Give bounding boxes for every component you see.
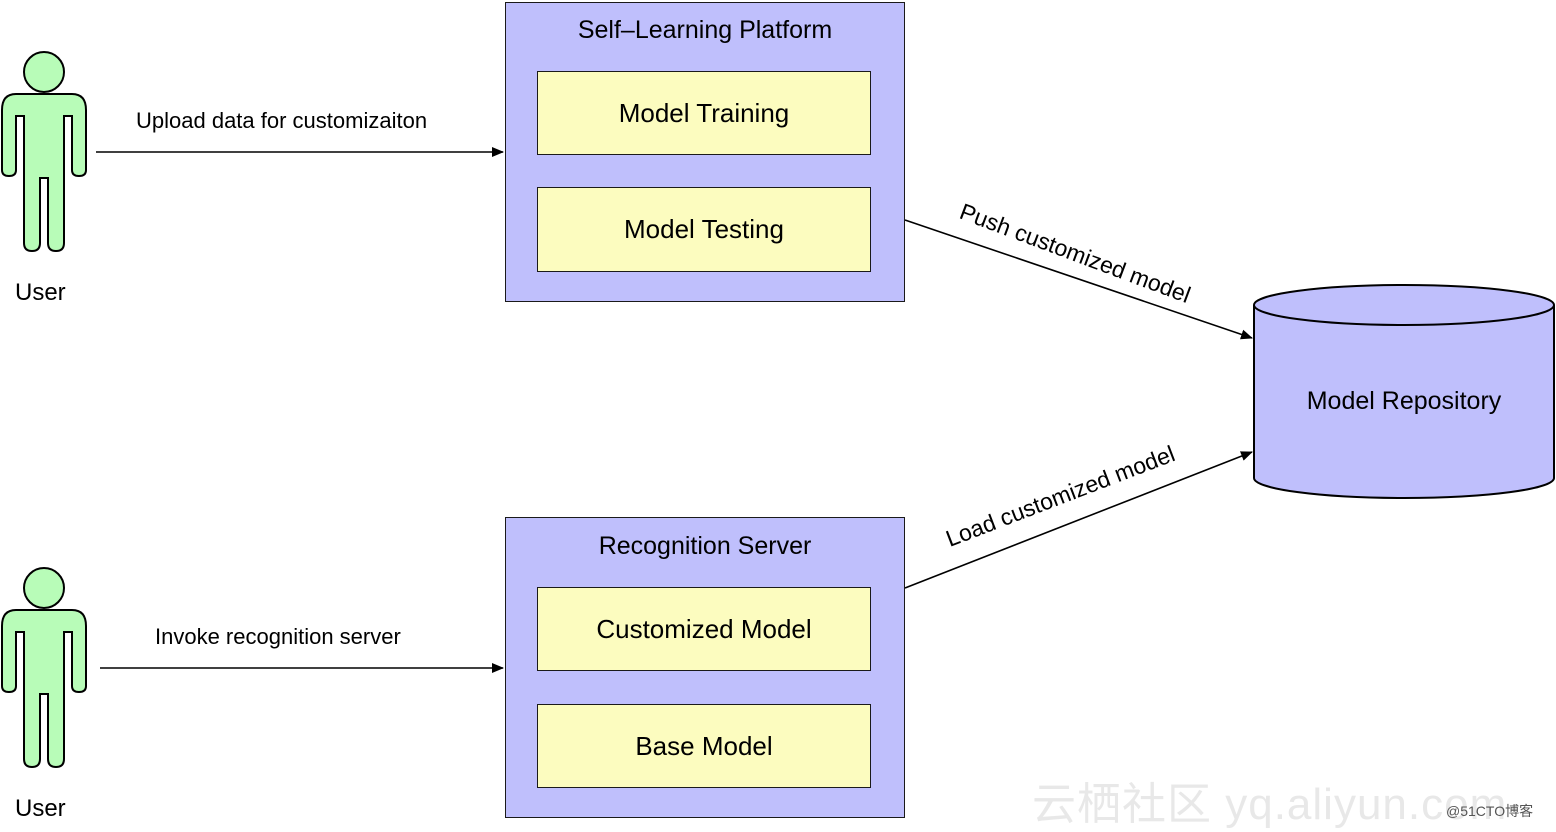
user-actor-icon xyxy=(0,567,87,769)
load-arrow xyxy=(904,451,1253,589)
model-testing-box: Model Testing xyxy=(537,187,871,272)
model-repository-cylinder xyxy=(1253,284,1555,499)
user-label: User xyxy=(15,795,66,822)
push-arrow xyxy=(904,219,1253,340)
base-model-box: Base Model xyxy=(537,704,871,788)
watermark-text: 云栖社区 yq.aliyun.com xyxy=(1032,780,1508,829)
customized-model-box: Customized Model xyxy=(537,587,871,671)
user-actor-icon xyxy=(0,51,87,253)
model-training-box: Model Training xyxy=(537,71,871,155)
user-label: User xyxy=(15,279,66,306)
watermark-credit: @51CTO博客 xyxy=(1446,803,1534,819)
invoke-edge-label: Invoke recognition server xyxy=(155,624,401,649)
server-title: Recognition Server xyxy=(598,532,812,560)
upload-edge-label: Upload data for customizaiton xyxy=(136,108,428,133)
platform-title: Self–Learning Platform xyxy=(577,16,833,44)
model-repository-label: Model Repository xyxy=(1306,387,1502,415)
